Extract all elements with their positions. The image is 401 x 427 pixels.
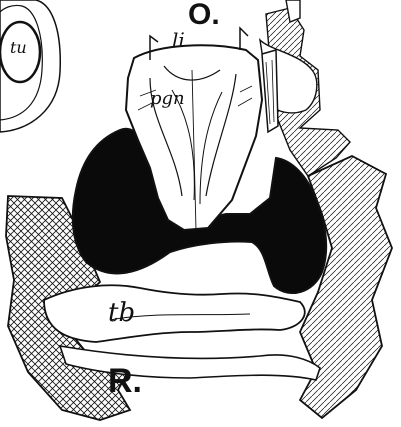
tb-band-drawing (44, 285, 305, 342)
label-tu: tu (10, 40, 27, 56)
side-plate-drawing (262, 50, 278, 132)
label-li: li (172, 30, 185, 50)
tu-section-drawing (0, 0, 60, 132)
panel-label-bottom: R. (108, 364, 142, 398)
label-pgn: pgn (150, 90, 185, 108)
panel-label-top: O. (188, 0, 220, 30)
label-tb: tb (108, 300, 135, 326)
